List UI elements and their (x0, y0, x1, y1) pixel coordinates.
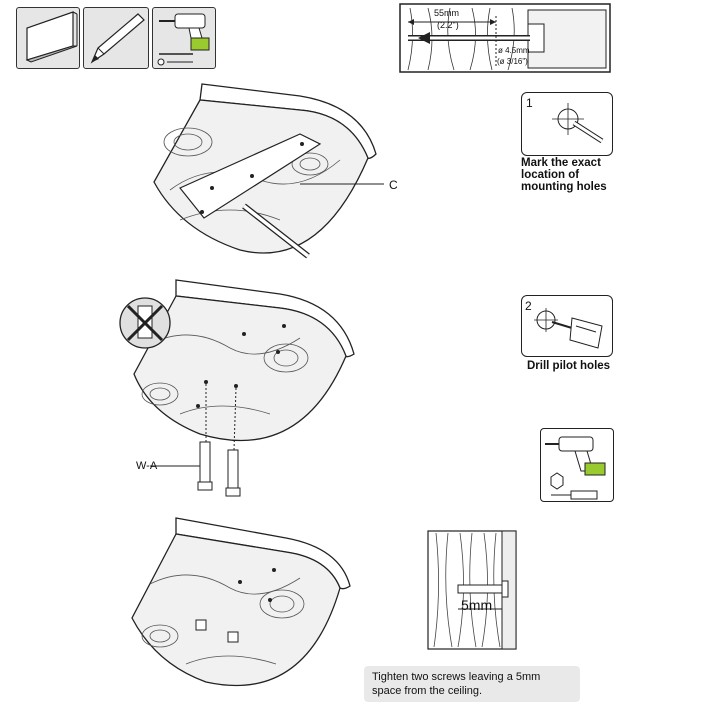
drill-diameter-value: ø 4.5mm (498, 46, 530, 55)
step-1-number: 1 (526, 96, 533, 110)
drill-and-hex-bit-icon (545, 436, 606, 500)
pencil-tool-box (83, 7, 149, 69)
shelf-drilling-illustration (133, 279, 355, 497)
drill-diameter-inch: (ø 3/16") (497, 57, 528, 66)
step-2-caption: Drill pilot holes (527, 360, 611, 372)
drill-depth-diagram (399, 3, 611, 73)
gap-measure-label: 5mm (461, 597, 493, 613)
wood-board-icon (25, 11, 78, 63)
power-drill-icon (157, 13, 210, 66)
screw-label: W-A (136, 460, 158, 472)
screw-gap-detail (427, 530, 517, 650)
no-wall-anchor-icon (119, 297, 171, 349)
bracket-label: C (389, 178, 398, 192)
drill-tool-box (152, 7, 216, 69)
pencil-icon (90, 13, 145, 64)
mark-with-pencil-icon (552, 103, 604, 144)
shelf-screws-illustration (131, 517, 351, 687)
step-2-box (521, 295, 613, 357)
wood-panel-tool-box (16, 7, 80, 69)
drill-pilot-hole-icon (534, 308, 603, 349)
drill-depth-value: 55mm (434, 8, 460, 18)
step-1-box (521, 92, 613, 156)
step-2-number: 2 (525, 299, 532, 313)
drill-depth-inch: (2.2") (437, 20, 459, 30)
step-1-caption: Mark the exact location of mounting hole… (521, 157, 607, 193)
gap-instruction-note: Tighten two screws leaving a 5mm space f… (364, 666, 580, 702)
shelf-marking-illustration (153, 83, 384, 259)
screwdriving-tools-box (540, 428, 614, 502)
